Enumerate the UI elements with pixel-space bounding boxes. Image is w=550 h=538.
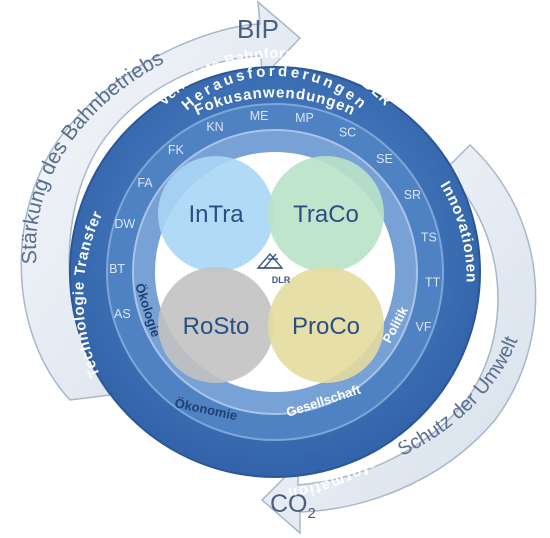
institute-code-tt: TT xyxy=(425,276,441,290)
dlr-logo: DLR xyxy=(256,252,291,285)
rosto-label: RoSto xyxy=(183,313,250,340)
institute-code-se: SE xyxy=(376,152,393,166)
institute-code-mp: MP xyxy=(295,111,314,125)
institute-code-kn: KN xyxy=(206,120,223,134)
dlr-logo-text: DLR xyxy=(272,275,291,285)
center-quadrants: InTra TraCo RoSto ProCo xyxy=(158,156,384,383)
institute-code-bt: BT xyxy=(109,262,125,276)
proco-circle[interactable] xyxy=(268,267,384,383)
traco-label: TraCo xyxy=(293,201,359,228)
institute-code-me: ME xyxy=(250,109,269,123)
traco-circle[interactable] xyxy=(268,156,384,272)
institute-code-fk: FK xyxy=(168,143,185,157)
institute-codes: AS BT DW FA FK KN ME MP SC SE SR TS TT VF xyxy=(109,109,441,334)
institute-code-sr: SR xyxy=(404,188,421,202)
dlr-logo-mark xyxy=(256,252,284,269)
institute-code-fa: FA xyxy=(137,176,153,190)
institute-code-dw: DW xyxy=(114,217,135,231)
institute-code-vf: VF xyxy=(416,320,432,334)
proco-label: ProCo xyxy=(292,313,360,340)
intra-label: InTra xyxy=(188,201,244,228)
intra-circle[interactable] xyxy=(158,156,274,272)
co2-label: CO2 xyxy=(270,490,316,522)
institute-code-sc: SC xyxy=(339,126,356,140)
rosto-circle[interactable] xyxy=(158,267,274,383)
institute-code-as: AS xyxy=(114,307,131,321)
bip-label: BIP xyxy=(237,14,279,44)
main-disc xyxy=(69,66,481,478)
institute-code-ts: TS xyxy=(421,230,437,244)
